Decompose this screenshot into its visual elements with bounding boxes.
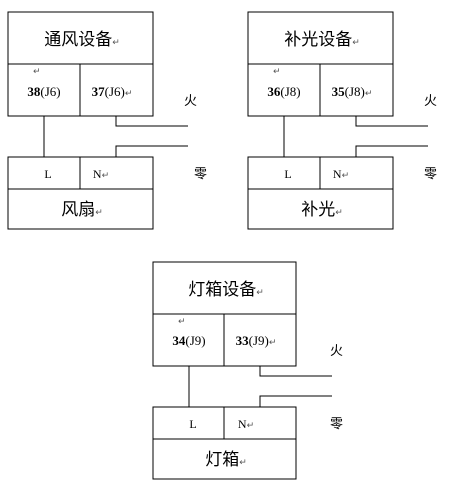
load-terminal-n: N↵ [238, 417, 254, 431]
load-box [152, 406, 297, 480]
load-terminal-l: L [44, 167, 51, 181]
load-box [247, 156, 394, 230]
device-title: 通风设备↵ [44, 30, 120, 50]
device-box [247, 11, 394, 117]
load-terminal-l: L [284, 167, 291, 181]
terminal-left: 36(J8) [267, 84, 300, 99]
terminal-left: 34(J9) [172, 333, 205, 348]
paragraph-mark: ↵ [33, 67, 41, 77]
load-box [7, 156, 154, 230]
load-name: 灯箱↵ [205, 450, 247, 470]
load-terminal-n: N↵ [333, 167, 349, 181]
unit-fill-light: 补光设备↵ ↵ 36(J8) 35(J8)↵ 火 零 L N↵ 补光↵ [247, 11, 437, 230]
unit-ventilation: 通风设备↵ ↵ 38(J6) 37(J6)↵ 火 零 L N↵ 风扇↵ [7, 11, 207, 230]
neutral-label: 零 [424, 167, 437, 182]
device-title: 补光设备↵ [284, 30, 360, 50]
wire-neutral [115, 145, 188, 157]
terminal-right: 35(J8)↵ [332, 84, 373, 99]
terminal-left: 38(J6) [27, 84, 60, 99]
load-name: 补光↵ [301, 200, 343, 220]
live-label: 火 [330, 344, 343, 359]
wire-neutral [355, 145, 428, 157]
neutral-label: 零 [194, 167, 207, 182]
neutral-label: 零 [330, 417, 343, 432]
load-terminal-n: N↵ [93, 167, 109, 181]
unit-light-box: 灯箱设备↵ ↵ 34(J9) 33(J9)↵ 火 零 L N↵ 灯箱↵ [152, 261, 343, 480]
wire-neutral [259, 395, 332, 407]
device-box [7, 11, 154, 117]
paragraph-mark: ↵ [273, 67, 281, 77]
load-name: 风扇↵ [61, 200, 103, 220]
terminal-right: 33(J9)↵ [236, 333, 277, 348]
load-terminal-l: L [189, 417, 196, 431]
paragraph-mark: ↵ [178, 317, 186, 327]
wire-live [355, 116, 428, 127]
live-label: 火 [184, 94, 197, 109]
terminal-right: 37(J6)↵ [92, 84, 133, 99]
wire-live [115, 116, 188, 127]
wire-live [259, 366, 332, 377]
live-label: 火 [424, 94, 437, 109]
device-title: 灯箱设备↵ [188, 280, 264, 300]
device-box [152, 261, 297, 367]
